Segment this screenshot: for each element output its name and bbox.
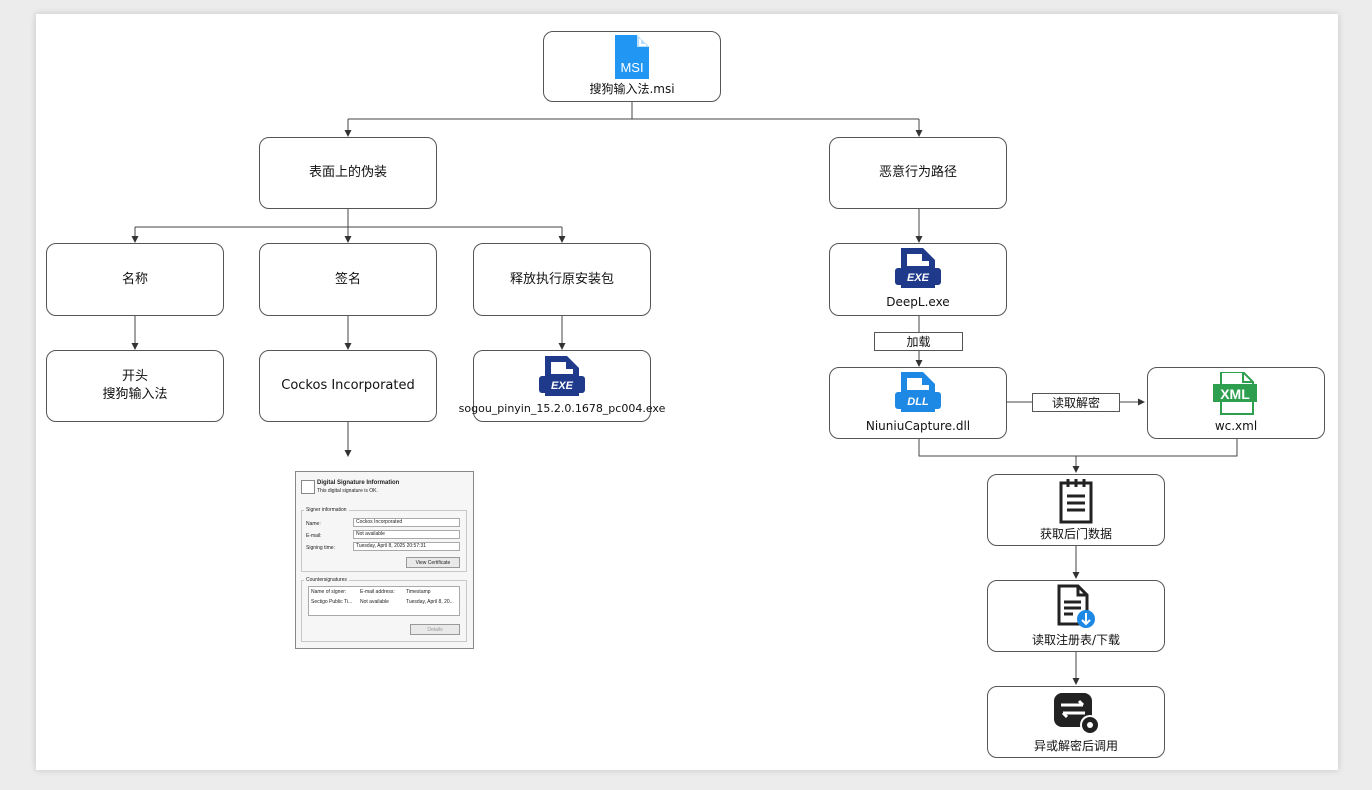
- diagram-canvas: MSI 搜狗输入法.msi 表面上的伪装 恶意行为路径 名称 签名 释放执行原安…: [36, 14, 1338, 770]
- signer-node: Cockos Incorporated: [259, 350, 437, 422]
- deepl-exe-node: EXE DeepL.exe: [829, 243, 1007, 316]
- svg-text:DLL: DLL: [907, 396, 929, 408]
- signer-info-group: [301, 510, 467, 572]
- xml-filename: wc.xml: [1214, 418, 1258, 433]
- disguise-node: 表面上的伪装: [259, 137, 437, 209]
- registry-download-node: 读取注册表/下载: [987, 580, 1165, 652]
- signer-email-field: Not available: [353, 530, 460, 539]
- backdoor-data-node: 获取后门数据: [987, 474, 1165, 546]
- document-download-icon: [1057, 584, 1095, 628]
- countersignatures-list: [308, 586, 460, 616]
- release-installer-node: 释放执行原安装包: [473, 243, 651, 316]
- svg-text:EXE: EXE: [551, 380, 574, 392]
- installer-filename: sogou_pinyin_15.2.0.1678_pc004.exe: [458, 401, 666, 415]
- signing-time-field: Tuesday, April 8, 2025 20:57:31: [353, 542, 460, 551]
- view-certificate-button[interactable]: View Certificate: [406, 557, 460, 568]
- dll-node: DLL NiuniuCapture.dll: [829, 367, 1007, 439]
- xor-invoke-label: 异或解密后调用: [1033, 738, 1118, 753]
- msi-package-node: MSI 搜狗输入法.msi: [543, 31, 721, 102]
- svg-text:EXE: EXE: [907, 272, 930, 284]
- installer-exe-node: EXE sogou_pinyin_15.2.0.1678_pc004.exe: [459, 350, 665, 422]
- clipboard-list-icon: [1059, 478, 1093, 524]
- malicious-path-node: 恶意行为路径: [829, 137, 1007, 209]
- exe-file-icon: EXE: [895, 248, 941, 289]
- xor-invoke-node: 异或解密后调用: [987, 686, 1165, 758]
- read-decrypt-edge-label: 读取解密: [1032, 393, 1120, 412]
- load-edge-label: 加载: [874, 332, 963, 351]
- digital-signature-dialog: Digital Signature Information This digit…: [295, 471, 474, 649]
- svg-text:XML: XML: [1220, 386, 1250, 402]
- certificate-icon: [301, 480, 315, 494]
- backdoor-data-label: 获取后门数据: [1039, 526, 1112, 541]
- dll-file-icon: DLL: [895, 371, 941, 412]
- xml-node: XML wc.xml: [1147, 367, 1325, 439]
- signature-node: 签名: [259, 243, 437, 316]
- msi-filename: 搜狗输入法.msi: [589, 82, 675, 97]
- svg-text:MSI: MSI: [620, 60, 643, 75]
- countersignatures-group: [301, 580, 467, 642]
- deepl-filename: DeepL.exe: [886, 295, 950, 310]
- xml-file-icon: XML: [1213, 371, 1257, 415]
- dll-filename: NiuniuCapture.dll: [865, 418, 971, 433]
- details-button[interactable]: Details: [410, 624, 460, 635]
- registry-download-label: 读取注册表/下载: [1031, 632, 1121, 647]
- name-detail-node: 开头 搜狗输入法: [46, 350, 224, 422]
- signer-name-field: Cockos Incorporated: [353, 518, 460, 527]
- exe-file-icon: EXE: [539, 355, 585, 396]
- transfer-settings-icon: [1054, 692, 1100, 735]
- connector-lines: [36, 102, 1238, 685]
- msi-file-icon: MSI: [615, 35, 649, 80]
- name-node: 名称: [46, 243, 224, 316]
